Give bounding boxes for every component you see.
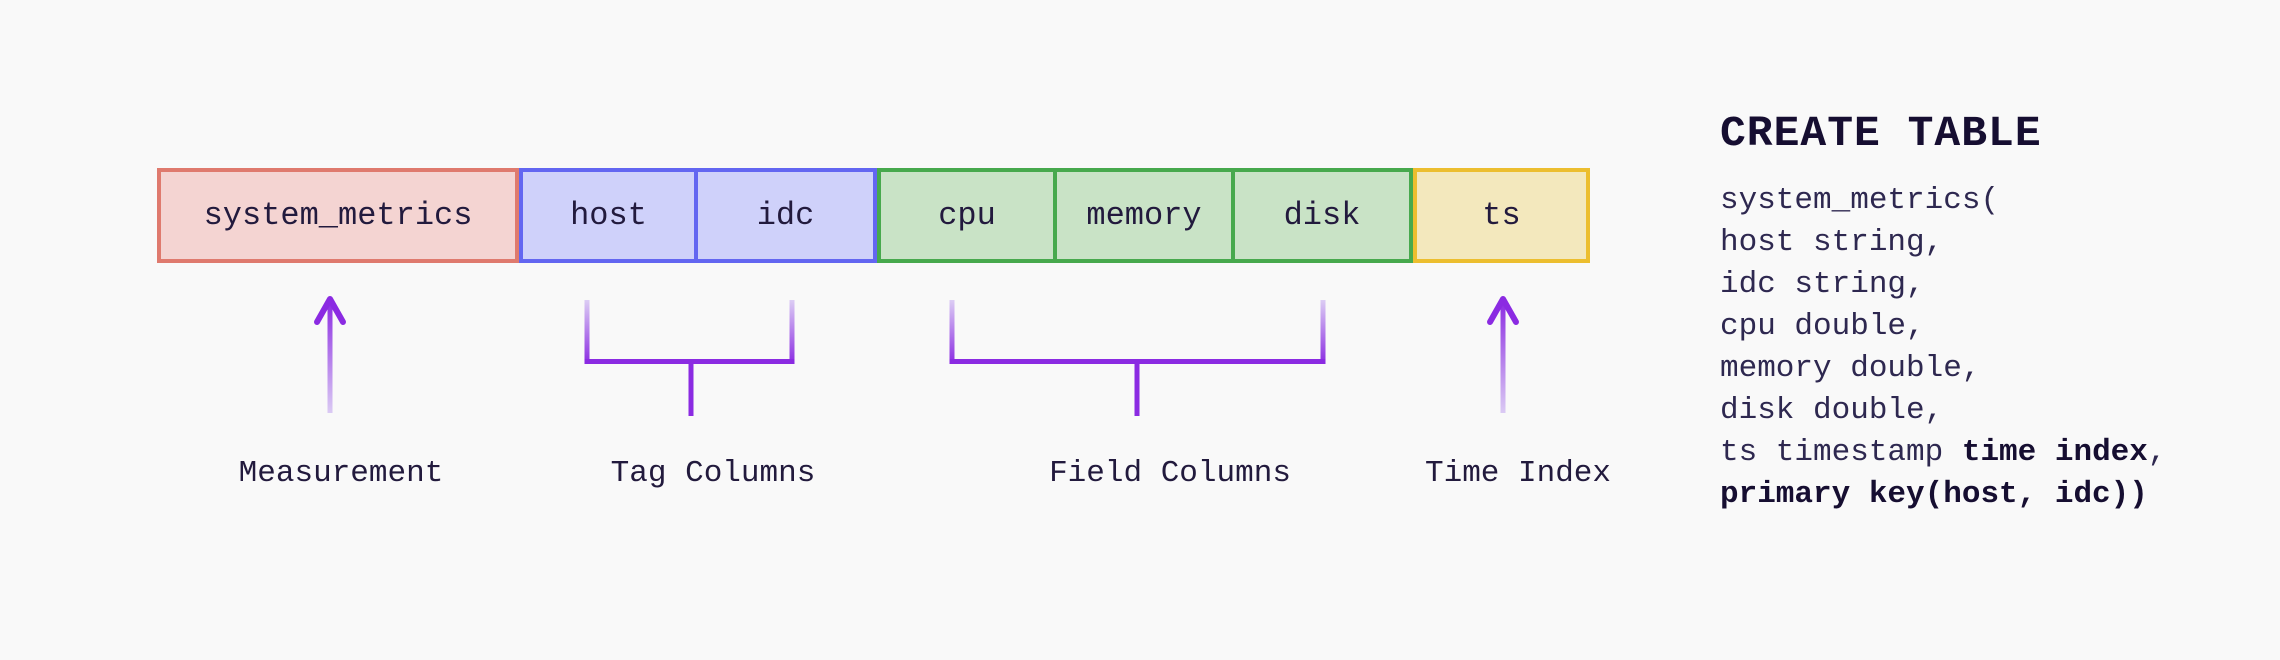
ts-box-label: ts [1482,197,1521,234]
time-index-up-arrow-icon [1487,296,1519,413]
disk-box-label: disk [1283,197,1361,234]
schema-box-row: system_metrics host idc cpu memory disk … [157,168,1590,263]
sql-code: system_metrics(host string, idc string, cp… [1720,180,2166,516]
host-box-label: host [570,197,647,234]
sql-line: ts timestamp time index, [1720,435,2167,470]
sql-line: memory double, [1720,351,1981,386]
field-columns-bracket-icon [949,300,1326,416]
sql-line: host string, [1720,225,1944,260]
field-column-cpu-box: cpu [877,168,1057,263]
field-column-disk-box: disk [1231,168,1413,263]
cpu-box-label: cpu [938,197,996,234]
time-index-ts-box: ts [1413,168,1590,263]
sql-line: disk double, [1720,393,1944,428]
measurement-box-label: system_metrics [203,197,473,234]
field-column-memory-box: memory [1053,168,1235,263]
tag-column-idc-box: idc [694,168,877,263]
sql-snippet: CREATE TABLE system_metrics(host string,… [1720,110,2166,516]
measurement-box: system_metrics [157,168,519,263]
tag-columns-label: Tag Columns [610,456,816,491]
sql-line: system_metrics( [1720,183,2000,218]
sql-line: cpu double, [1720,309,1925,344]
measurement-up-arrow-icon [314,296,346,413]
sql-line: primary key(host, idc)) [1720,477,2148,512]
time-index-label: Time Index [1424,456,1612,491]
tag-column-host-box: host [519,168,698,263]
tag-columns-bracket-icon [584,300,795,416]
sql-heading: CREATE TABLE [1720,109,2042,158]
field-columns-label: Field Columns [1049,456,1291,491]
memory-box-label: memory [1086,197,1202,234]
idc-box-label: idc [756,197,815,234]
sql-line: idc string, [1720,267,1925,302]
measurement-label: Measurement [238,456,444,491]
